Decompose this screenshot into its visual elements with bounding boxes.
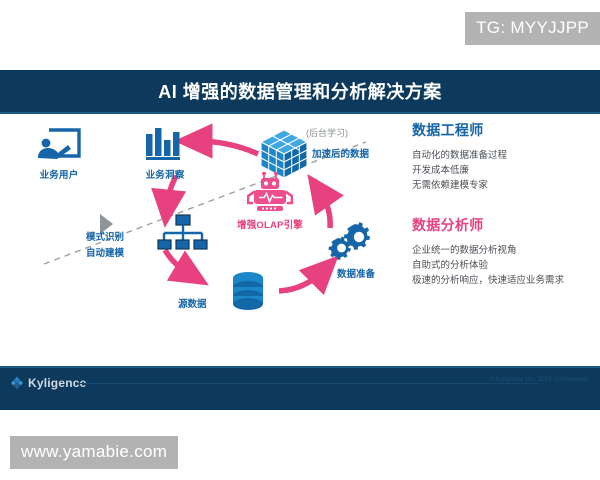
database-icon [233, 272, 263, 310]
persona-data-analyst: 数据分析师 企业统一的数据分析视角 自助式的分析体验 极速的分析响应，快速适应业… [412, 215, 597, 288]
page-title: AI 增强的数据管理和分析解决方案 [158, 82, 442, 102]
node-label: 业务洞察 [145, 170, 185, 181]
persona-bullet-list: 企业统一的数据分析视角 自助式的分析体验 极速的分析响应，快速适应业务需求 [412, 243, 597, 288]
gears-icon [328, 222, 370, 260]
node-business-user[interactable]: 业务用户 [24, 126, 94, 181]
node-data-preparation[interactable] [318, 220, 378, 265]
list-item: 自动化的数据准备过程 [412, 150, 508, 161]
diagram-canvas: (后台学习) 业务用户 [0, 114, 600, 366]
node-olap-engine[interactable]: 增强OLAP引擎 [215, 172, 325, 231]
pattern-label-1: 模式识别 [86, 232, 125, 243]
accelerated-data-label: 加速后的数据 [312, 149, 370, 160]
slide: AI 增强的数据管理和分析解决方案 (后台学习) [0, 70, 600, 410]
background-learning-note: (后台学习) [306, 128, 348, 138]
list-item: 开发成本低廉 [412, 165, 470, 176]
list-item: 自助式的分析体验 [412, 260, 489, 271]
data-preparation-label: 数据准备 [337, 269, 376, 280]
brand-logo: Kyligence [10, 376, 87, 390]
robot-icon [247, 172, 293, 211]
watermark-top: TG: MYYJJPP [465, 12, 600, 45]
cube-icon [259, 129, 309, 179]
node-label: 业务用户 [39, 170, 79, 181]
list-item: 无需依赖建模专家 [412, 180, 489, 191]
list-item: 极速的分析响应，快速适应业务需求 [412, 275, 565, 286]
hierarchy-icon [157, 214, 208, 250]
watermark-bottom: www.yamabie.com [10, 436, 179, 469]
cycle-arrows-icon [151, 123, 344, 296]
title-bar: AI 增强的数据管理和分析解决方案 [0, 70, 600, 114]
node-accelerated-data[interactable] [254, 128, 314, 183]
persona-title: 数据分析师 [412, 217, 484, 233]
persona-data-engineer: 数据工程师 自动化的数据准备过程 开发成本低廉 无需依赖建模专家 [412, 120, 597, 193]
presenter-icon [38, 128, 81, 159]
footer-divider [78, 383, 538, 384]
node-source-data[interactable] [218, 270, 278, 315]
bar-chart-icon [146, 128, 180, 160]
list-item: 企业统一的数据分析视角 [412, 245, 517, 256]
node-label: 增强OLAP引擎 [237, 220, 303, 231]
node-business-insight[interactable]: 业务洞察 [130, 126, 200, 181]
personas-panel: 数据工程师 自动化的数据准备过程 开发成本低廉 无需依赖建模专家 数据分析师 企… [412, 120, 597, 305]
flow-triangle-icon [100, 214, 113, 234]
diamond-logo-icon [11, 376, 23, 390]
pattern-label-2: 自动建模 [86, 248, 125, 259]
persona-bullet-list: 自动化的数据准备过程 开发成本低廉 无需依赖建模专家 [412, 148, 597, 193]
footer-copyright: © Kyligence Inc. 2019 Confidential [489, 377, 588, 383]
persona-title: 数据工程师 [412, 122, 484, 138]
slide-footer: Kyligence © Kyligence Inc. 2019 Confiden… [0, 366, 600, 410]
brand-name: Kyligence [28, 376, 87, 390]
node-pattern-modeling[interactable] [148, 214, 218, 257]
source-data-label: 源数据 [178, 299, 207, 310]
